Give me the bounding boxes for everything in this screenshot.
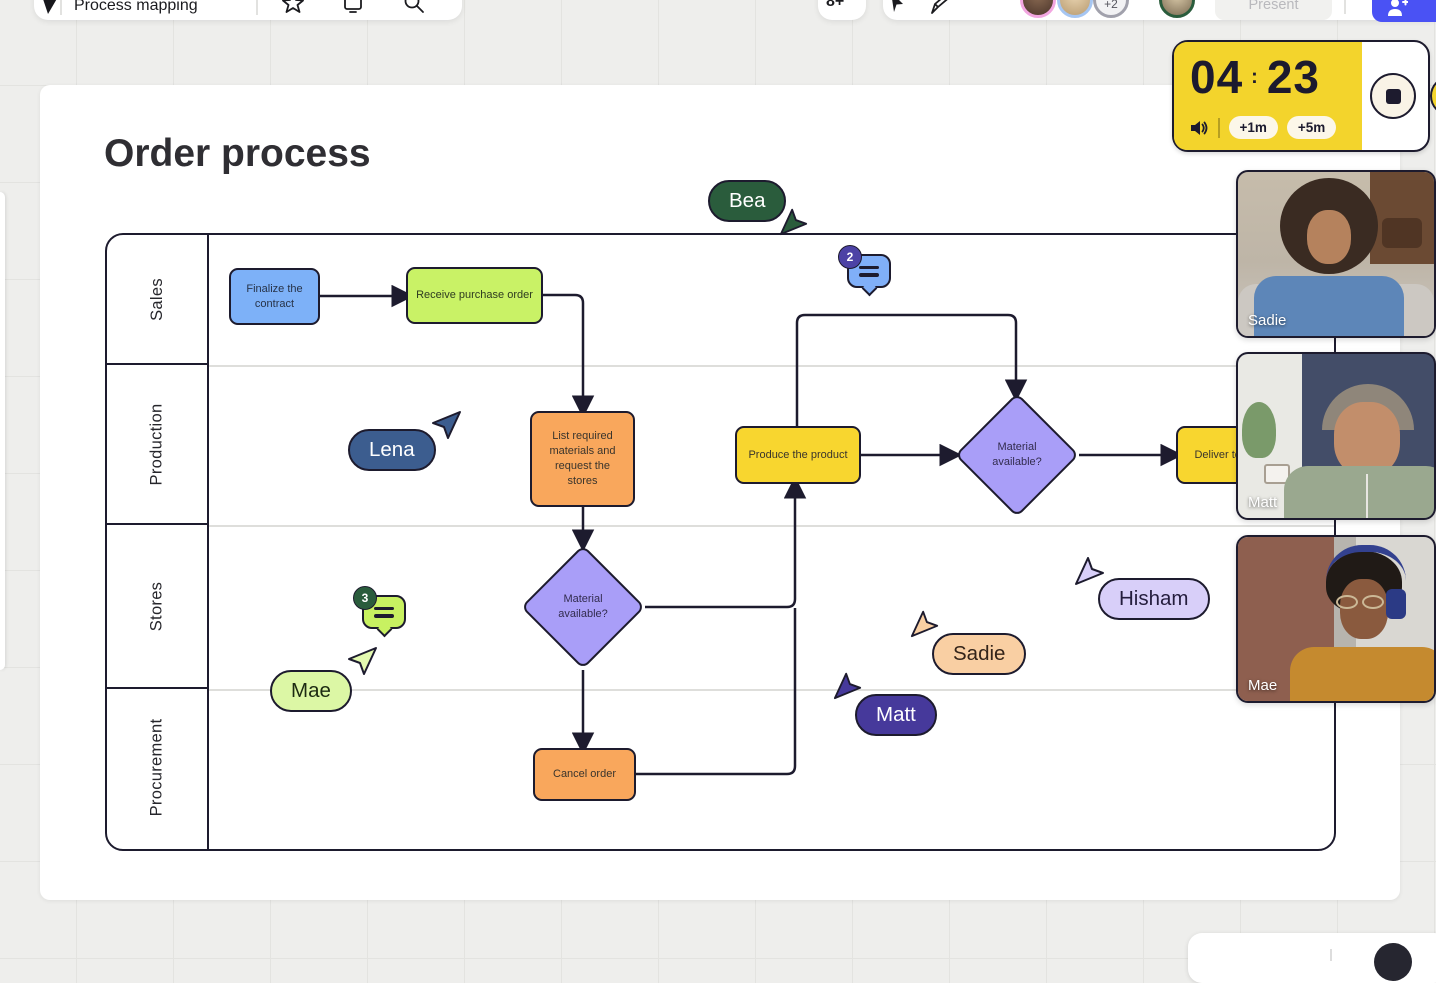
node-produce-product[interactable]: Produce the product: [735, 426, 861, 484]
stop-timer-button[interactable]: [1370, 73, 1416, 119]
video-tile-matt[interactable]: Matt: [1236, 352, 1436, 520]
collaborator-pill-matt: Matt: [855, 694, 937, 736]
board-header-bar: [34, 0, 462, 20]
cursor-icon-mae: [348, 647, 377, 675]
star-tool-icon[interactable]: [281, 0, 305, 15]
timer-widget[interactable]: 04:23 +1m +5m: [1172, 40, 1430, 152]
comment-count-badge: 3: [353, 586, 377, 610]
swimlane-container[interactable]: Sales Production Stores Procurement: [105, 233, 1336, 851]
person-face: [1307, 210, 1351, 264]
left-toolbar-edge[interactable]: [0, 192, 5, 670]
comment-thread[interactable]: 3: [353, 586, 411, 642]
present-button[interactable]: Present: [1215, 0, 1332, 20]
node-finalize-contract[interactable]: Finalize the contract: [229, 268, 320, 325]
frame-tool-icon[interactable]: [341, 0, 365, 15]
node-cancel-order[interactable]: Cancel order: [533, 748, 636, 801]
headphone-band: [1326, 545, 1406, 581]
lane-divider: [209, 365, 1334, 367]
person-torso: [1254, 276, 1404, 336]
comment-count-badge: 2: [838, 245, 862, 269]
earphone-cable: [1366, 474, 1368, 518]
sound-icon[interactable]: [1189, 118, 1209, 138]
call-controls-bar[interactable]: [1188, 933, 1436, 983]
board-title[interactable]: Process mapping: [74, 0, 198, 14]
reaction-add-button[interactable]: 8+: [826, 0, 845, 10]
participant-name: Sadie: [1248, 312, 1287, 329]
person-plus-icon: [1388, 0, 1408, 16]
person-torso: [1284, 466, 1434, 518]
collaborator-pill-bea: Bea: [708, 180, 787, 222]
add-five-minutes-button[interactable]: +5m: [1286, 116, 1337, 139]
search-icon[interactable]: [402, 0, 426, 15]
lane-header-sales[interactable]: Sales: [107, 235, 207, 365]
pen-tool-icon[interactable]: [928, 0, 954, 16]
timer-minutes: 04: [1190, 51, 1244, 103]
frame-title: Order process: [104, 132, 371, 175]
video-tile-sadie[interactable]: Sadie: [1236, 170, 1436, 338]
person-torso: [1290, 647, 1434, 701]
collaborator-pill-mae: Mae: [270, 670, 352, 712]
share-button[interactable]: [1372, 0, 1436, 22]
lane-header-column: Sales Production Stores Procurement: [107, 235, 209, 849]
select-cursor-icon[interactable]: [886, 0, 906, 14]
collaborator-pill-hisham: Hisham: [1098, 578, 1210, 620]
timer-seconds: 23: [1266, 51, 1321, 103]
lane-divider: [209, 689, 1334, 691]
glasses: [1336, 595, 1358, 609]
cursor-icon-bea: [779, 208, 808, 236]
lane-header-stores[interactable]: Stores: [107, 525, 207, 689]
participant-name: Matt: [1248, 494, 1278, 511]
person-face: [1334, 402, 1400, 476]
comment-thread[interactable]: 2: [838, 245, 896, 301]
node-list-required-materials[interactable]: List required materials and request the …: [530, 411, 635, 507]
cursor-icon-hisham: [1075, 557, 1104, 585]
call-control-button[interactable]: [1374, 943, 1412, 981]
video-tile-mae[interactable]: Mae: [1236, 535, 1436, 703]
node-material-available-stores[interactable]: Material available?: [520, 544, 646, 670]
reaction-card: [818, 0, 866, 20]
participant-name: Mae: [1248, 677, 1278, 694]
cursor-icon-lena: [432, 411, 461, 439]
node-material-available-production[interactable]: Material available?: [954, 392, 1080, 518]
person-face: [1340, 579, 1388, 639]
node-receive-purchase-order[interactable]: Receive purchase order: [406, 267, 543, 324]
lane-header-production[interactable]: Production: [107, 365, 207, 525]
timer-side-button[interactable]: [1430, 76, 1436, 116]
collaborator-pill-sadie: Sadie: [932, 633, 1027, 675]
cursor-icon-sadie: [910, 610, 939, 638]
add-one-minute-button[interactable]: +1m: [1228, 116, 1278, 139]
lane-divider: [209, 525, 1334, 527]
app-logo[interactable]: [36, 0, 62, 14]
collaborator-pill-lena: Lena: [348, 429, 436, 471]
lane-header-procurement[interactable]: Procurement: [147, 718, 166, 817]
timer-display: 04:23 +1m +5m: [1174, 42, 1362, 150]
plant: [1242, 402, 1276, 458]
headphone-cup: [1386, 589, 1406, 619]
cursor-icon-matt: [833, 672, 862, 700]
